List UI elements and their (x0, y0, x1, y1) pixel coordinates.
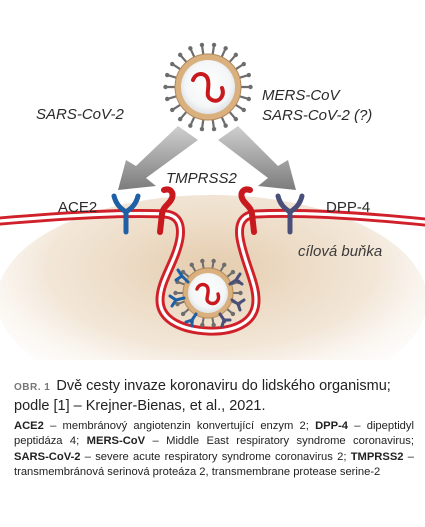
legend-definition: – dipeptidyl peptidáza 4; (14, 420, 414, 448)
label-sars-cov-2-uncertain: SARS-CoV-2 (?) (262, 107, 373, 124)
legend-term: MERS-CoV (86, 435, 146, 448)
abbreviation-legend: ACE2 – membránový angiotenzin konvertují… (14, 419, 414, 481)
dpp4-receptor-icon (275, 193, 305, 235)
caption-title-text: Dvě cesty invaze koronaviru do lidského … (56, 378, 391, 394)
label-tmprss2: TMPRSS2 (166, 170, 237, 187)
legend-definition: – membránový angiotenzin konvertující en… (43, 420, 316, 432)
cell-membrane (0, 208, 425, 336)
virus-particle-internalized (168, 258, 246, 328)
viral-rna-icon (191, 72, 225, 103)
virus-particle-top (163, 42, 253, 132)
ace2-receptor-icon (111, 193, 141, 235)
label-dpp4: DPP-4 (326, 199, 371, 216)
legend-definition: – Middle East respiratory syndrome coron… (145, 435, 414, 448)
coronavirus-entry-diagram: SARS-CoV-2 MERS-CoV SARS-CoV-2 (?) TMPRS… (0, 42, 425, 405)
figure-caption: OBR. 1 Dvě cesty invaze koronaviru do lid… (14, 377, 414, 416)
label-ace2: ACE2 (58, 199, 98, 216)
entry-arrow-right (218, 126, 296, 190)
label-mers-group: MERS-CoV SARS-CoV-2 (?) (262, 86, 372, 126)
legend-definition: – transmembránová serinová proteáza 2, t… (14, 450, 414, 479)
legend-definition: – severe acute respiratory syndrome coro… (80, 450, 351, 463)
legend-term: DPP-4 (315, 420, 349, 432)
caption-title-line-2: podle [1] – Krejner-Bienas, et al., 2021… (14, 398, 266, 414)
tmprss2-protease-right-icon (238, 186, 257, 235)
label-sars-cov-2-left: SARS-CoV-2 (36, 106, 124, 123)
label-mers-cov: MERS-CoV (262, 87, 340, 104)
figure-number: OBR. 1 (14, 382, 51, 393)
entry-arrow-left (118, 126, 198, 190)
diagram-canvas (0, 42, 425, 405)
legend-term: ACE2 (14, 420, 44, 432)
legend-term: TMPRSS2 (350, 450, 404, 463)
caption-title-line-1: OBR. 1 Dvě cesty invaze koronaviru do lid… (14, 377, 414, 397)
tmprss2-protease-left-icon (157, 186, 176, 235)
label-target-cell: cílová buňka (298, 243, 383, 260)
viral-rna-inner-icon (195, 282, 221, 306)
legend-term: SARS-CoV-2 (14, 450, 81, 463)
